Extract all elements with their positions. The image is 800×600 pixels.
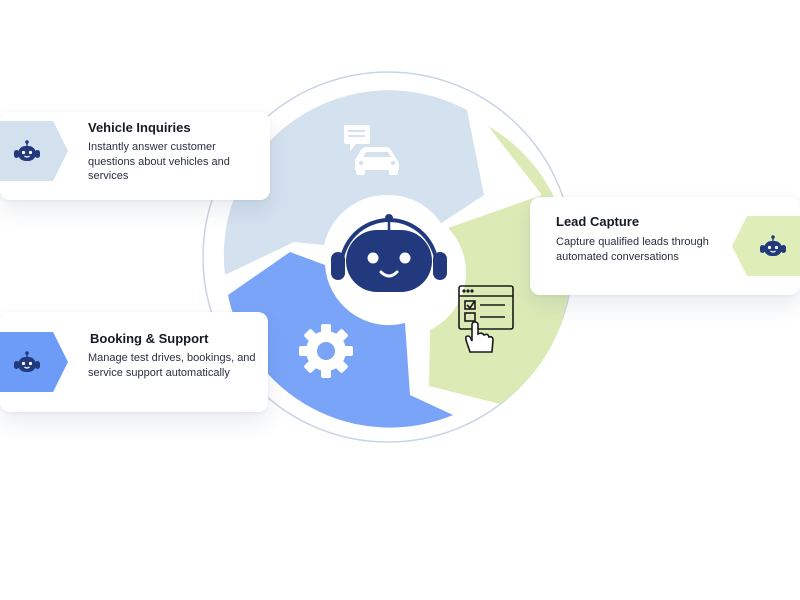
segment-vehicle-inquiries — [223, 90, 485, 275]
card-title: Lead Capture — [556, 214, 640, 229]
form-click-icon — [458, 285, 514, 353]
card-title: Vehicle Inquiries — [88, 120, 191, 135]
robot-icon — [14, 140, 40, 161]
card-description: Manage test drives, bookings, and servic… — [88, 352, 256, 379]
tag-lead-capture — [732, 216, 800, 276]
card-description: Capture qualified leads through automate… — [556, 236, 709, 263]
tag-vehicle-inquiries — [0, 121, 68, 181]
robot-icon — [760, 235, 786, 256]
tag-booking-support — [0, 332, 68, 392]
card-title: Booking & Support — [90, 331, 209, 346]
card-description: Instantly answer customer questions abou… — [88, 141, 230, 182]
robot-chatbot-icon — [331, 214, 447, 292]
car-chat-icon — [344, 125, 399, 175]
gear-icon — [299, 324, 353, 378]
segment-lead-capture — [429, 126, 571, 404]
robot-icon — [14, 351, 40, 372]
